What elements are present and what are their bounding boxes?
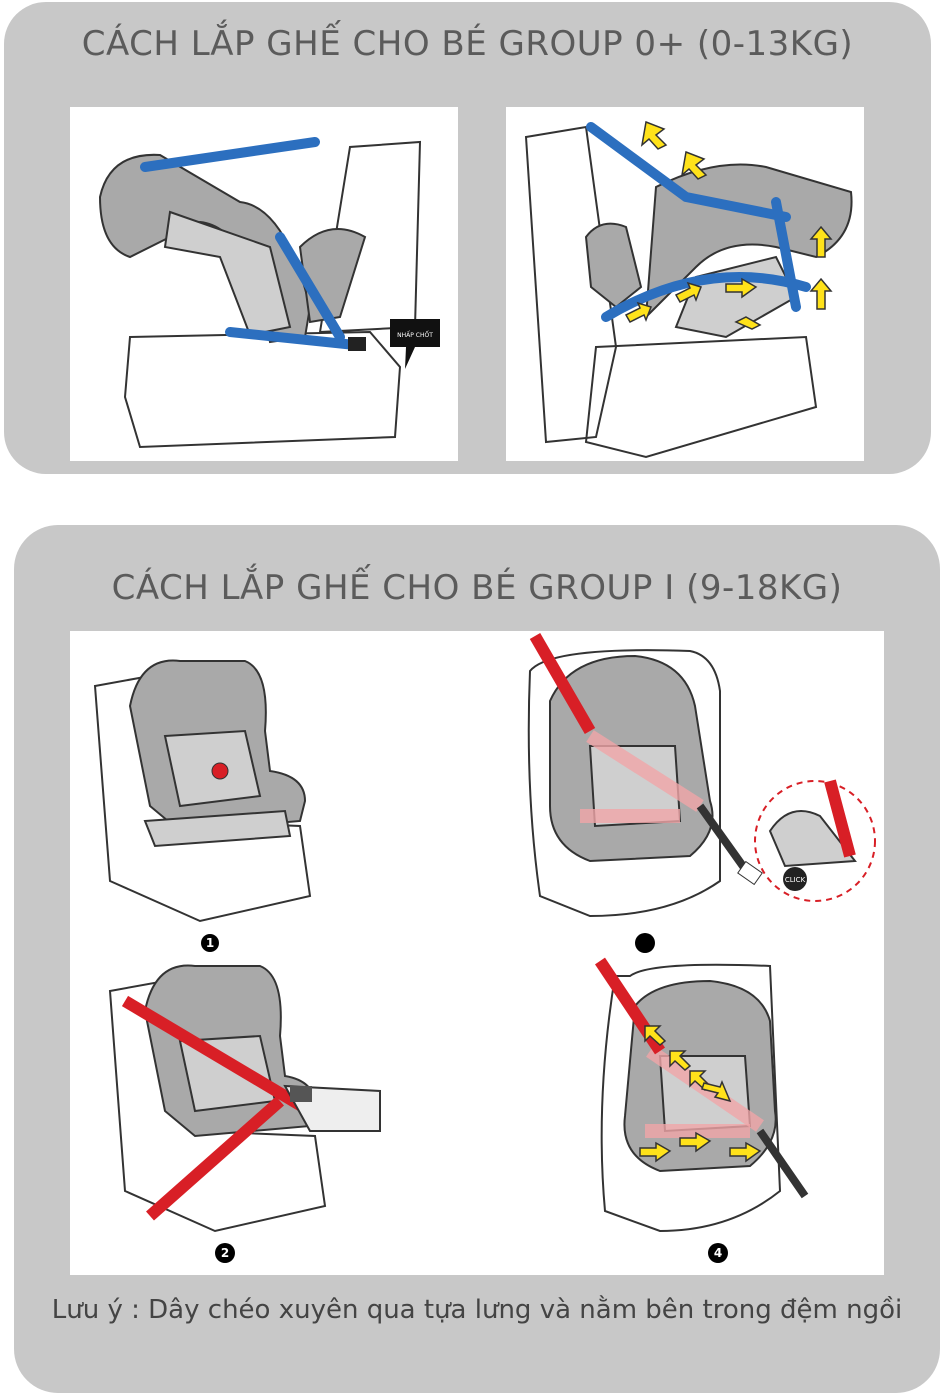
belt-tail — [696, 803, 754, 879]
car-seat-drawing-2 — [524, 120, 853, 459]
belt-clip-icon — [737, 860, 763, 886]
blue-shoulder-belt — [586, 122, 791, 222]
step-1-illustration — [93, 659, 312, 923]
step-2-badge — [635, 933, 655, 953]
carrier-canopy — [298, 228, 367, 324]
arrow-right-icon — [729, 1141, 762, 1163]
red-shoulder-belt — [529, 632, 596, 735]
arrow-right-icon — [679, 1131, 712, 1153]
zoom-circle — [754, 780, 876, 902]
belt-tail — [756, 1128, 809, 1199]
section-title-group0: CÁCH LẮP GHẾ CHO BÉ GROUP 0+ (0-13KG) — [81, 24, 854, 64]
group0-panel: CÁCH LẮP GHẾ CHO BÉ GROUP 0+ (0-13KG) NH… — [4, 2, 931, 474]
step-3-number: 2 — [221, 1246, 229, 1260]
blue-diagonal-belt — [275, 232, 345, 342]
vehicle-seat — [600, 963, 782, 1233]
arrow-up-icon — [809, 277, 833, 310]
callout-bubble — [390, 319, 440, 369]
vehicle-seat-base — [123, 330, 402, 449]
step-4-badge — [708, 1243, 728, 1263]
arrow-up-left-icon — [640, 120, 668, 150]
buckle-icon — [348, 337, 366, 351]
step-4-number: 4 — [714, 1246, 722, 1260]
step-1-badge — [201, 934, 219, 952]
section-title-group1: CÁCH LẮP GHẾ CHO BÉ GROUP I (9-18KG) — [111, 568, 843, 608]
installation-note: Lưu ý : Dây chéo xuyên qua tựa lưng và n… — [51, 1295, 903, 1325]
steps-drawing: 1 CLICK — [93, 632, 876, 1263]
arrow-up-right-icon — [624, 301, 652, 323]
blue-diagonal-belt — [771, 197, 801, 312]
vehicle-seat-base — [584, 335, 818, 459]
arrow-icon-group — [624, 120, 833, 330]
blue-lap-belt — [225, 327, 360, 350]
child-seat-base — [143, 809, 292, 848]
car-seat-drawing: NHẤP CHỐT — [98, 137, 440, 449]
illustration-rear-facing-install: NHẤP CHỐT — [70, 107, 458, 461]
arrow-right-icon — [734, 316, 762, 330]
red-lap-belt — [146, 1096, 284, 1221]
blue-shoulder-belt — [140, 137, 320, 172]
zoom-red-belt — [824, 779, 856, 858]
click-label: CLICK — [785, 876, 806, 884]
click-badge — [783, 867, 807, 891]
illustration-forward-facing-steps: 1 CLICK — [70, 631, 884, 1275]
callout-label: NHẤP CHỐT — [397, 331, 433, 339]
vehicle-seat-back — [318, 140, 422, 334]
illustration-belt-routing — [506, 107, 864, 461]
step-2-illustration: CLICK — [527, 632, 876, 918]
arrow-up-icon — [809, 225, 833, 258]
arrow-up-left-icon — [669, 1050, 692, 1071]
vehicle-seat — [527, 649, 721, 918]
pink-diagonal-belt — [586, 730, 704, 812]
arrow-right-icon — [639, 1141, 672, 1163]
vehicle-seat-back — [524, 125, 618, 444]
arrow-up-left-icon — [644, 1025, 667, 1046]
arrow-up-left-icon — [680, 150, 708, 180]
step-1-number: 1 — [206, 936, 214, 950]
arrow-right-icon — [725, 277, 758, 299]
carrier-canopy — [584, 222, 643, 309]
arrow-right-icon — [701, 1080, 732, 1103]
buckle-icon — [290, 1086, 312, 1102]
arrow-up-right-icon — [674, 281, 702, 303]
red-shoulder-belt — [121, 995, 314, 1117]
step-3-badge — [215, 1243, 235, 1263]
blue-lap-belt — [601, 272, 811, 322]
step-4-illustration — [595, 957, 809, 1233]
harness-buckle-icon — [211, 762, 229, 780]
step-3-illustration — [108, 964, 381, 1233]
group1-panel: CÁCH LẮP GHẾ CHO BÉ GROUP I (9-18KG) 1 — [14, 525, 940, 1393]
